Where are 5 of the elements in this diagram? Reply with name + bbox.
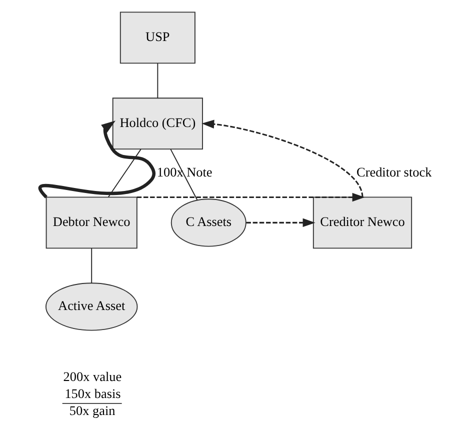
node-label: 150x basis [64,386,120,401]
edge-label: 100x Note [156,164,212,180]
edge-label: Creditor stock [356,164,432,180]
node-label: 200x value [62,368,122,384]
node-label: 50x gain [68,402,115,418]
